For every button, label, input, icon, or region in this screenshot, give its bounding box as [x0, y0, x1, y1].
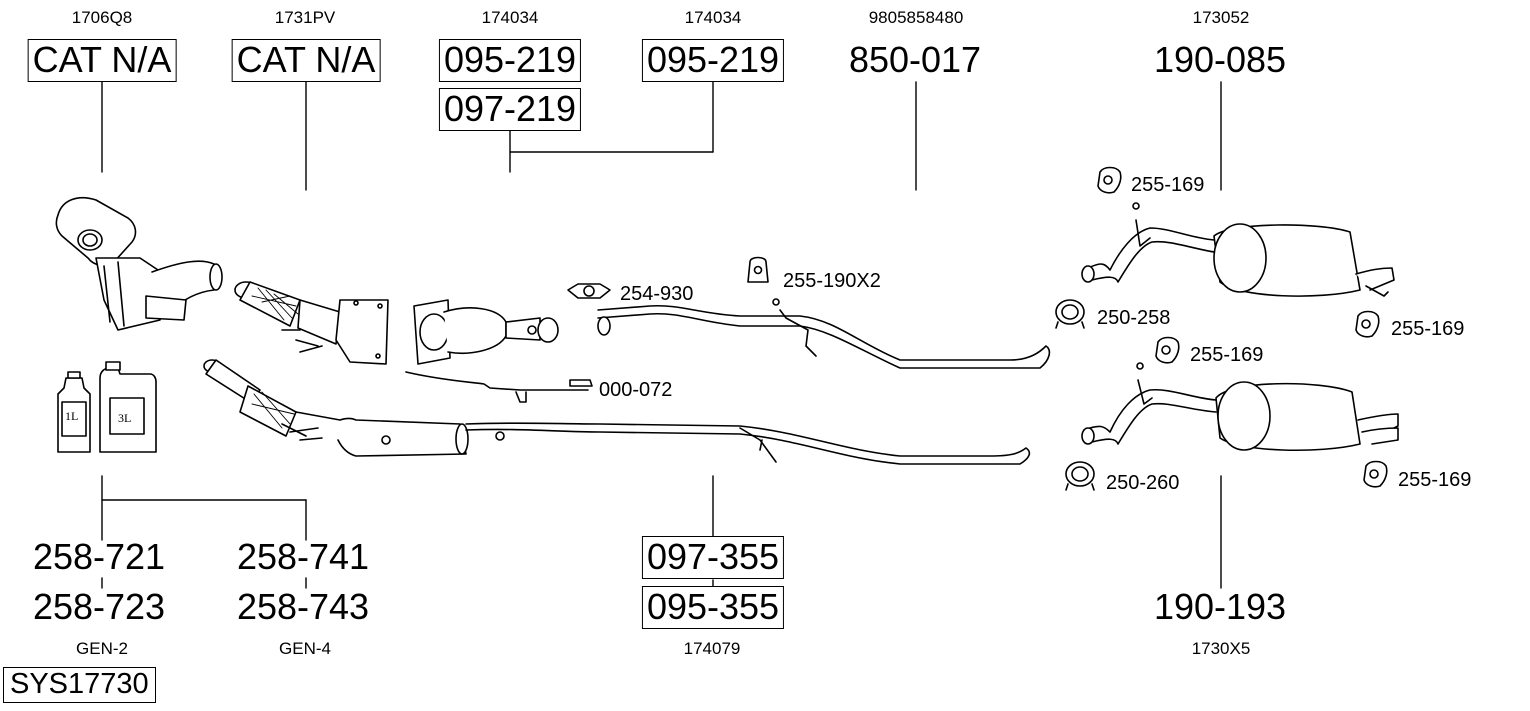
accessory-gasket-1[interactable]: 250-258: [1097, 307, 1171, 329]
intermediate-pipe: [597, 298, 1051, 369]
ref-code-front-pipe: 174079: [683, 639, 741, 658]
part-number-fluid-1[interactable]: 258-721: [32, 536, 166, 577]
part-number-dpf-a-1[interactable]: 095-219: [438, 39, 582, 82]
part-number-dpf-a-2[interactable]: 097-219: [438, 88, 582, 131]
accessory-rubber-top-1[interactable]: 255-169: [1131, 174, 1205, 196]
part-number-cat2[interactable]: CAT N/A: [231, 39, 381, 82]
leader-lines: [101, 79, 1222, 589]
gasket-ring-icon: [1065, 461, 1095, 491]
accessory-sensor[interactable]: 000-072: [599, 379, 673, 401]
rubber-mount-icon: [1363, 460, 1388, 488]
ref-code-fluid-b: GEN-4: [279, 639, 331, 658]
front-pipe-resonator: [203, 359, 1031, 465]
ref-code-mid-pipe: 9805858480: [868, 8, 964, 27]
container-label-3l: 3L: [118, 411, 132, 425]
manifold-catalyst: [55, 196, 223, 331]
fluid-canister-3l-icon: [99, 361, 157, 453]
part-number-mid-pipe[interactable]: 850-017: [848, 39, 982, 80]
ref-code-dpf-a: 174034: [481, 8, 539, 27]
part-number-front-pipe-1[interactable]: 097-355: [641, 536, 785, 579]
part-number-dpf-b[interactable]: 095-219: [641, 39, 785, 82]
gasket-ring-icon: [1055, 299, 1085, 329]
catalyst-with-flex-pipe: [234, 281, 389, 365]
system-number: SYS17730: [3, 667, 156, 703]
sensor-wire: [405, 371, 593, 403]
accessory-gasket-2[interactable]: 250-260: [1106, 472, 1180, 494]
ref-code-rear-top: 173052: [1192, 8, 1250, 27]
rear-silencer-bottom: [1081, 362, 1399, 452]
part-number-fluid-2[interactable]: 258-723: [32, 586, 166, 627]
accessory-rubber-bot-1[interactable]: 255-169: [1190, 344, 1264, 366]
clamp-icon: [567, 283, 611, 299]
hanger-bracket-icon: [747, 256, 769, 283]
part-number-rear-bottom[interactable]: 190-193: [1153, 586, 1287, 627]
accessory-rubber-top-2[interactable]: 255-169: [1391, 318, 1465, 340]
accessory-rubber-mid[interactable]: 255-190X2: [783, 270, 881, 292]
part-number-rear-top[interactable]: 190-085: [1153, 39, 1287, 80]
rubber-mount-icon: [1097, 166, 1122, 194]
part-number-fluid-3[interactable]: 258-741: [236, 536, 370, 577]
ref-code-cat1: 1706Q8: [71, 8, 133, 27]
accessory-clamp[interactable]: 254-930: [620, 283, 694, 305]
fluid-bottle-1l-icon: [57, 371, 91, 453]
ref-code-cat2: 1731PV: [274, 8, 336, 27]
rubber-mount-icon: [1155, 336, 1180, 364]
accessory-rubber-bot-2[interactable]: 255-169: [1398, 469, 1472, 491]
ref-code-rear-bottom: 1730X5: [1191, 639, 1251, 658]
part-number-front-pipe-2[interactable]: 095-355: [641, 586, 785, 629]
rubber-mount-icon: [1355, 310, 1380, 338]
ref-code-dpf-b: 174034: [684, 8, 742, 27]
part-number-fluid-4[interactable]: 258-743: [236, 586, 370, 627]
ref-code-fluid-a: GEN-2: [76, 639, 128, 658]
rear-silencer-top: [1081, 202, 1395, 297]
particulate-filter: [413, 299, 559, 365]
part-number-cat1[interactable]: CAT N/A: [27, 39, 177, 82]
container-label-1l: 1L: [65, 409, 79, 423]
